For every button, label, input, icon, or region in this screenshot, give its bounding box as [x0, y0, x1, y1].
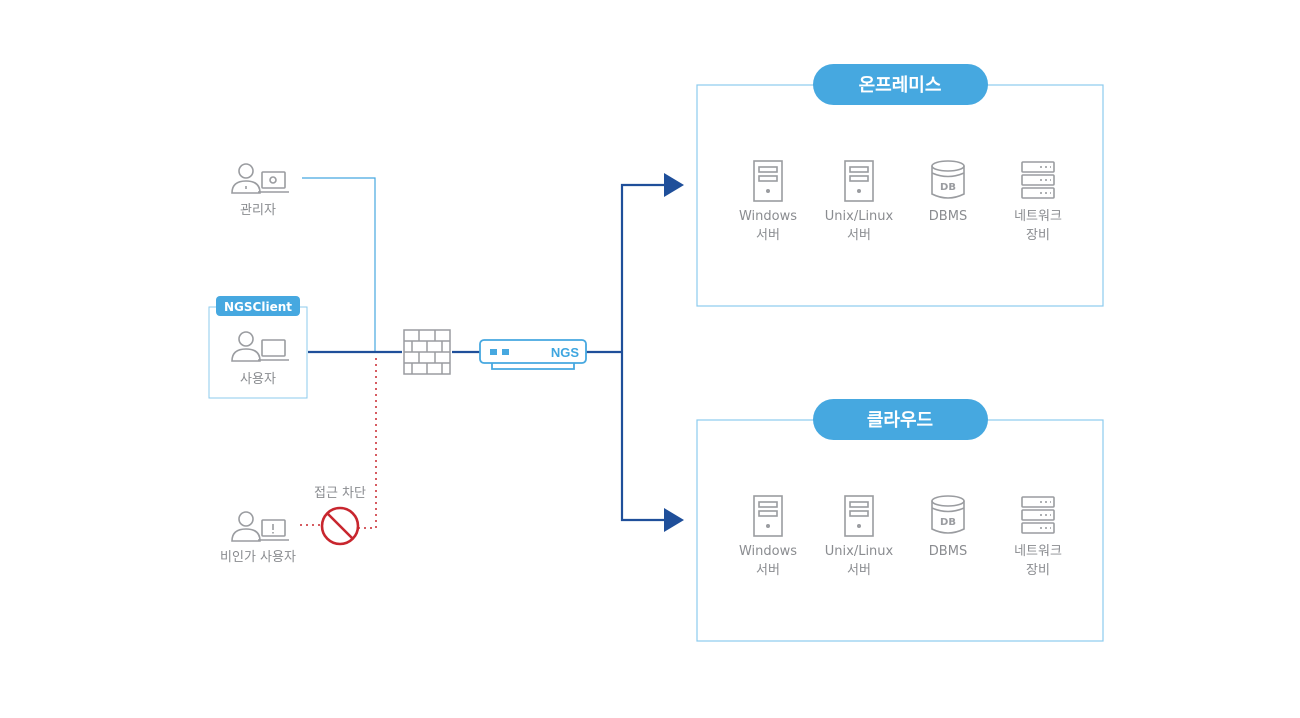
admin-person-icon — [231, 163, 289, 194]
zone-item-sublabel: 서버 — [847, 563, 871, 578]
client-badge — [216, 296, 300, 316]
admin-label: 관리자 — [240, 203, 276, 218]
network-device-icon — [1021, 161, 1055, 199]
blocked-icon — [320, 506, 360, 546]
cloud-title: 클라우드 — [867, 410, 933, 431]
ngs-device-body — [479, 339, 587, 364]
ngs-led-1 — [490, 349, 497, 355]
zone-item: DB DBMS — [929, 160, 967, 224]
server-icon — [753, 160, 783, 202]
unauthorized-label: 비인가 사용자 — [220, 550, 296, 565]
cloud-zone-box — [696, 419, 1104, 642]
zone-item: Unix/Linux 서버 — [825, 160, 894, 243]
ngs-gateway: NGS — [479, 339, 587, 370]
unauthorized-user: 비인가 사용자 — [220, 511, 296, 565]
onpremise-zone-box — [696, 84, 1104, 307]
client-badge-label: NGSClient — [224, 300, 292, 314]
zone-item-label: DBMS — [929, 544, 967, 559]
zone-item-label: Windows — [739, 544, 797, 559]
firewall-icon — [403, 329, 451, 375]
server-icon — [753, 495, 783, 537]
zone-item: Unix/Linux 서버 — [825, 495, 894, 578]
zone-item-label: 네트워크 — [1014, 209, 1062, 224]
db-badge-label: DB — [940, 517, 956, 528]
zone-item-sublabel: 서버 — [847, 228, 871, 243]
unauthorized-person-icon — [231, 511, 289, 542]
onpremise-title: 온프레미스 — [859, 75, 942, 96]
user-label: 사용자 — [240, 372, 276, 387]
database-icon: DB — [931, 495, 965, 534]
zone-item-label: Windows — [739, 209, 797, 224]
zone-item-sublabel: 서버 — [756, 563, 780, 578]
zone-item-sublabel: 서버 — [756, 228, 780, 243]
zone-item: Windows 서버 — [739, 495, 797, 578]
ngs-led-2 — [502, 349, 509, 355]
zone-item-label: Unix/Linux — [825, 544, 894, 559]
network-device-icon — [1021, 496, 1055, 534]
zone-item-sublabel: 장비 — [1026, 228, 1050, 243]
branch-to-onpremise-line — [620, 183, 664, 352]
ngs-label: NGS — [551, 345, 580, 360]
branch-to-cloud-line — [620, 352, 664, 522]
admin-link-line — [302, 177, 376, 352]
ngs-client-user: NGSClient 사용자 — [208, 296, 308, 399]
onpremise-arrow-head — [664, 173, 684, 197]
blocked-path-line — [358, 358, 377, 529]
server-icon — [844, 160, 874, 202]
zone-item-label: Unix/Linux — [825, 209, 894, 224]
cloud-title-pill — [813, 399, 988, 440]
server-icon — [844, 495, 874, 537]
zone-item-label: 네트워크 — [1014, 544, 1062, 559]
onpremise-title-pill — [813, 64, 988, 105]
database-icon: DB — [931, 160, 965, 199]
zone-item: Windows 서버 — [739, 160, 797, 243]
db-badge-label: DB — [940, 182, 956, 193]
zone-item-sublabel: 장비 — [1026, 563, 1050, 578]
user-person-icon — [231, 331, 289, 362]
admin-user: 관리자 — [231, 163, 289, 218]
ngs-device-base — [491, 363, 575, 370]
zone-item-label: DBMS — [929, 209, 967, 224]
blocked-label: 접근 차단 — [314, 486, 366, 501]
zone-item: DB DBMS — [929, 495, 967, 559]
cloud-arrow-head — [664, 508, 684, 532]
